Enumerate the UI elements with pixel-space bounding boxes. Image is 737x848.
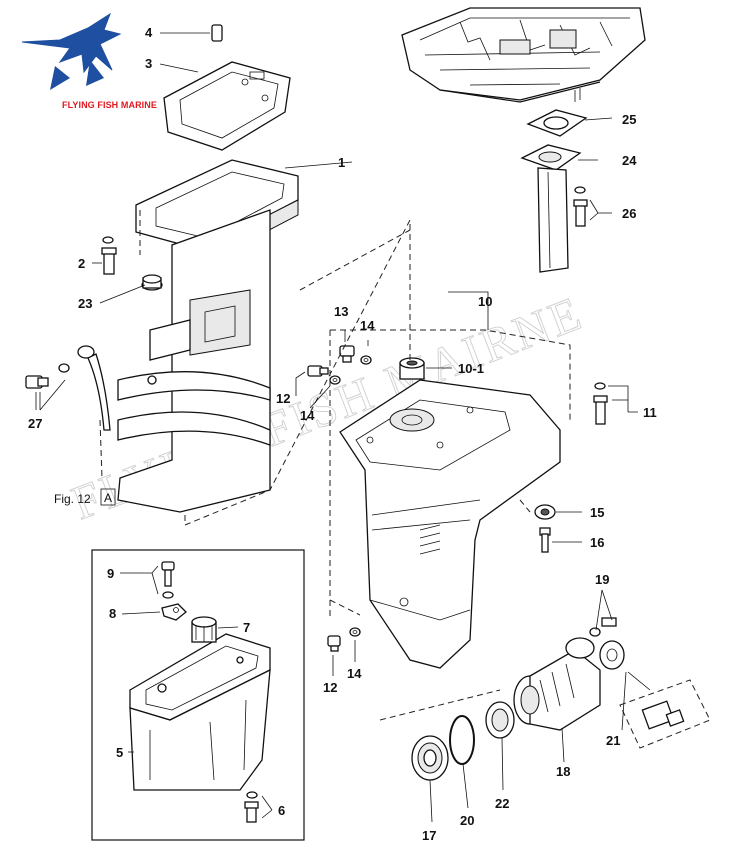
upper-casing-5 xyxy=(129,633,271,791)
callout-8: 8 xyxy=(109,606,116,621)
callout-2: 2 xyxy=(78,256,85,271)
bolt-2 xyxy=(101,236,117,275)
gasket-14-c xyxy=(349,627,361,637)
gasket-25 xyxy=(526,109,588,137)
callout-15: 15 xyxy=(590,505,604,520)
figure-reference: Fig. 12 A xyxy=(54,488,116,506)
callout-1: 1 xyxy=(338,155,345,170)
inset-frame xyxy=(91,549,305,841)
driveshaft-housing-1 xyxy=(117,159,299,513)
anode-detail xyxy=(619,679,711,749)
powerhead-base xyxy=(401,7,646,103)
callout-19: 19 xyxy=(595,572,609,587)
callout-20: 20 xyxy=(460,813,474,828)
callout-14-b: 14 xyxy=(300,408,315,423)
callout-6: 6 xyxy=(278,803,285,818)
bearing-17 xyxy=(411,735,449,781)
callout-17: 17 xyxy=(422,828,436,843)
propeller-shaft-housing-18 xyxy=(513,637,601,731)
callout-9: 9 xyxy=(107,566,114,581)
callout-14-c: 14 xyxy=(347,666,362,681)
figure-tag: A xyxy=(104,491,112,505)
callout-4: 4 xyxy=(145,25,153,40)
callout-11: 11 xyxy=(643,405,657,420)
bolt-19 xyxy=(589,617,617,637)
callout-25: 25 xyxy=(622,112,636,127)
bolt-26 xyxy=(573,186,588,227)
gasket-14-b xyxy=(329,375,341,385)
screw-9 xyxy=(161,561,175,599)
callout-5: 5 xyxy=(116,745,123,760)
callout-24: 24 xyxy=(622,153,637,168)
damper-15 xyxy=(534,504,556,520)
callout-21: 21 xyxy=(606,733,620,748)
plug-12-a xyxy=(307,365,329,377)
bolt-11 xyxy=(593,382,608,425)
bolt-16 xyxy=(539,527,551,553)
gasket-14-a xyxy=(360,355,372,365)
brand-name: FLYING FISH MARINE xyxy=(62,100,157,110)
gasket-3 xyxy=(163,61,291,151)
grommet-7 xyxy=(191,616,217,643)
bolt-6 xyxy=(244,791,259,823)
callout-18: 18 xyxy=(556,764,570,779)
callout-7: 7 xyxy=(243,620,250,635)
callout-12-a: 12 xyxy=(276,391,290,406)
leader-lines xyxy=(35,32,651,823)
exhaust-tube-24 xyxy=(520,144,582,273)
hose-bolt-27 xyxy=(25,345,111,431)
callout-10: 10 xyxy=(478,294,492,309)
o-ring-20 xyxy=(449,715,475,765)
plug-12-b xyxy=(327,635,341,652)
callout-12-b: 12 xyxy=(323,680,337,695)
bracket-8 xyxy=(161,603,187,621)
callout-22: 22 xyxy=(495,796,509,811)
callout-27: 27 xyxy=(28,416,42,431)
callout-13: 13 xyxy=(334,304,348,319)
callout-labels: 1 2 3 4 5 6 7 8 9 10 10-1 11 12 12 13 14… xyxy=(28,25,657,843)
dowel-pin-4 xyxy=(211,24,223,42)
brand-logo: FLYING FISH MARINE xyxy=(21,12,157,110)
grommet-23 xyxy=(141,274,163,291)
fish-logo-icon xyxy=(21,12,122,74)
callout-23: 23 xyxy=(78,296,92,311)
figure-label: Fig. 12 xyxy=(54,492,91,506)
callout-26: 26 xyxy=(622,206,636,221)
callout-16: 16 xyxy=(590,535,604,550)
lower-case-10 xyxy=(339,379,561,669)
seal-21 xyxy=(599,640,625,670)
callout-14-a: 14 xyxy=(360,318,375,333)
callout-10-1: 10-1 xyxy=(458,361,484,376)
bearing-22 xyxy=(485,701,515,739)
bush-10-1 xyxy=(399,357,425,380)
plug-13 xyxy=(339,345,355,363)
callout-3: 3 xyxy=(145,56,152,71)
